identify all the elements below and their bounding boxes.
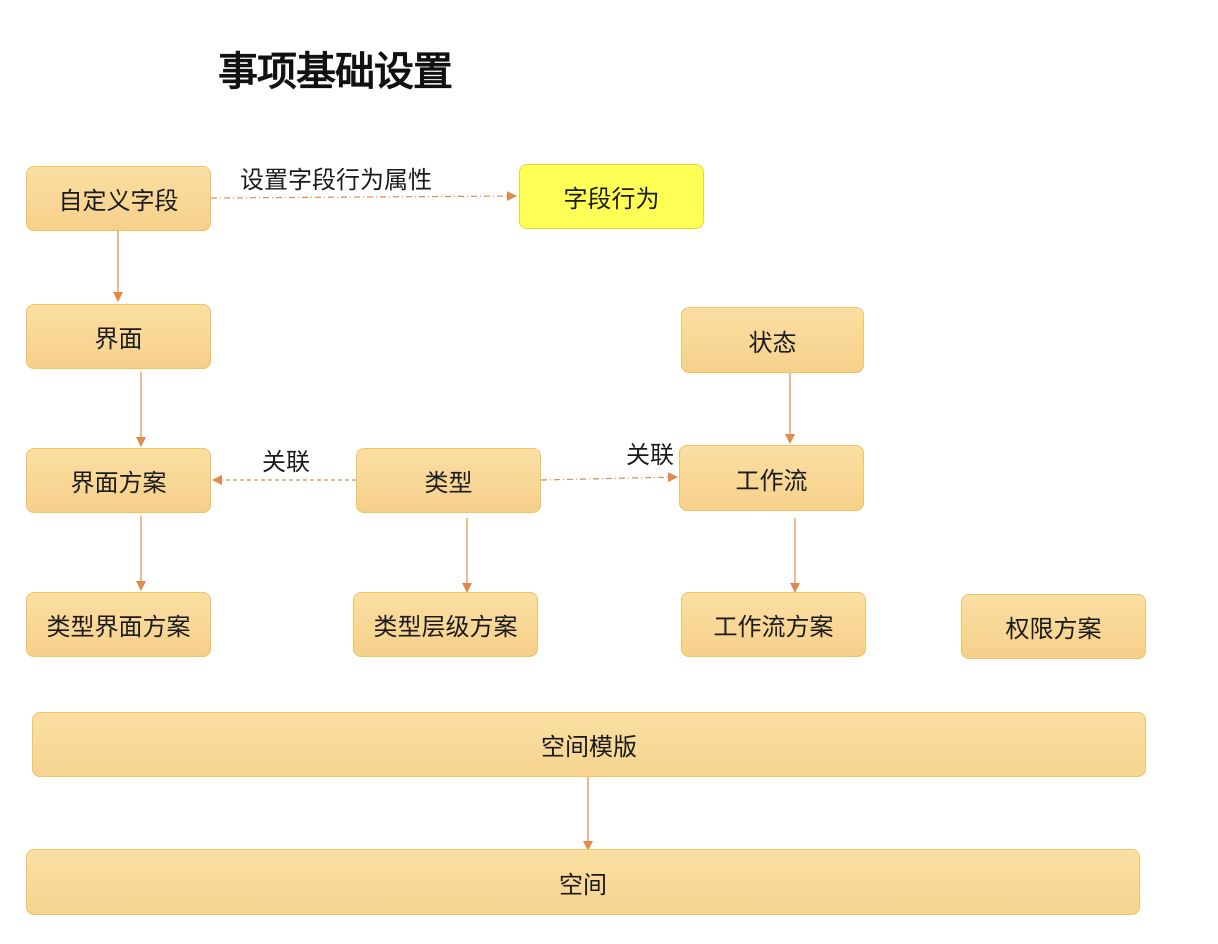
node-type[interactable]: 类型 [356, 448, 541, 513]
edge-custom-field-to-field-behavior [210, 191, 517, 202]
diagram-title: 事项基础设置 [218, 49, 453, 95]
node-field-behavior[interactable]: 字段行为 [519, 164, 704, 229]
node-type-hierarchy-scheme[interactable]: 类型层级方案 [353, 592, 538, 657]
node-screen-scheme[interactable]: 界面方案 [26, 448, 211, 513]
node-custom-field[interactable]: 自定义字段 [26, 166, 211, 231]
node-workflow[interactable]: 工作流 [679, 445, 864, 511]
edge-type-to-workflow [540, 472, 678, 483]
node-workflow-scheme[interactable]: 工作流方案 [681, 592, 866, 657]
edge-label-relate-right: 关联 [626, 441, 674, 469]
node-space-template[interactable]: 空间模版 [32, 712, 1146, 777]
edge-label-relate-left: 关联 [262, 448, 310, 476]
node-screen[interactable]: 界面 [26, 304, 211, 369]
edge-label-set-field-behavior: 设置字段行为属性 [240, 166, 432, 194]
node-status[interactable]: 状态 [681, 307, 864, 373]
node-space[interactable]: 空间 [26, 849, 1140, 915]
node-type-screen-scheme[interactable]: 类型界面方案 [26, 592, 211, 657]
node-permission-scheme[interactable]: 权限方案 [961, 594, 1146, 659]
